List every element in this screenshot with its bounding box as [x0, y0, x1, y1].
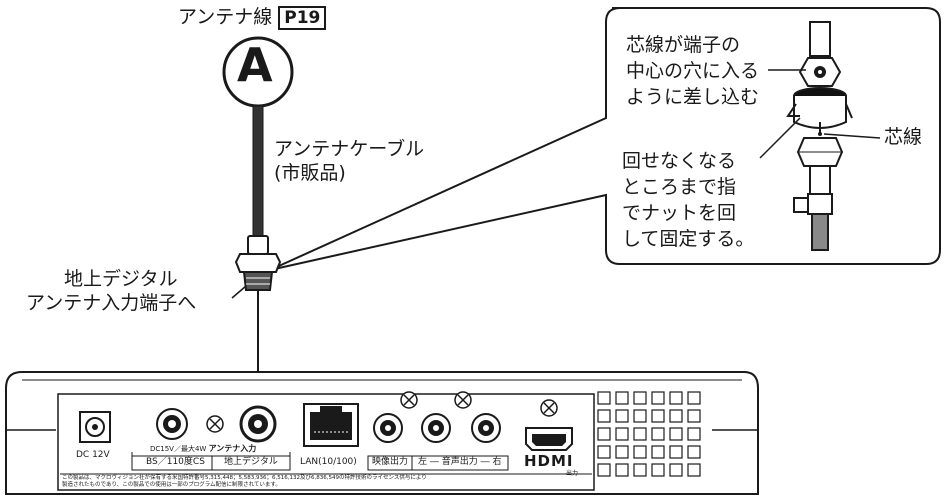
antenna-spec: DC15V／最大4W アンテナ入力 [150, 444, 256, 454]
antenna-marker-letter: A [237, 38, 273, 92]
core-instruction-3: ように差し込む [626, 86, 760, 108]
lan-port [303, 403, 359, 447]
core-wire-label: 芯線 [884, 126, 923, 148]
turn-instruction-4: して固定する。 [622, 228, 755, 250]
cable-label-1: アンテナケーブル [274, 138, 425, 160]
turn-instruction-2: ところまで指 [622, 176, 737, 198]
antenna-cable [252, 105, 264, 237]
audio-output-label: 左 ― 音声出力 ― 右 [418, 457, 502, 467]
av-output-ports [373, 413, 501, 443]
bs-antenna-port [156, 408, 188, 440]
legal-notice-2: 製造されたものであり、この製品での使用は一部のプログラム配信に制限されています。 [62, 482, 281, 488]
lan-label: LAN(10/100) [300, 457, 357, 467]
video-output-label: 映像出力 [372, 457, 409, 467]
core-instruction-2: 中心の穴に入る [626, 60, 760, 82]
cable-label-2: (市販品) [274, 162, 346, 184]
vent-grid [597, 391, 701, 477]
bs-label: BS／110度CS [146, 457, 205, 467]
antenna-spec-text: DC15V／最大4W [150, 445, 207, 453]
legal-notice-1: この製品は、マクロヴィジョン社が保有する米国特許番号5,315,448；5,58… [62, 475, 427, 481]
dc-label: DC 12V [76, 450, 110, 460]
terminal-label-2: アンテナ入力端子へ [26, 292, 197, 314]
hdmi-logo: HDMI [524, 452, 574, 470]
callout-box [269, 7, 941, 271]
cable-plug-icon [234, 235, 282, 291]
device-rear-panel [5, 371, 759, 495]
terrestrial-label: 地上デジタル [224, 457, 278, 467]
hdmi-port [525, 427, 573, 451]
core-instruction-1: 芯線が端子の [626, 34, 741, 56]
turn-instruction-1: 回せなくなる [622, 150, 737, 172]
antenna-input-title: アンテナ入力 [208, 444, 257, 453]
screw-icon [206, 391, 558, 433]
turn-instruction-3: でナットを回 [622, 202, 737, 224]
terminal-close-up-icon [786, 21, 853, 251]
terminal-label-1: 地上デジタル [64, 268, 178, 290]
page-ref-badge: P19 [278, 6, 327, 30]
antenna-line-text: アンテナ線 [178, 6, 273, 28]
terrestrial-antenna-port [239, 405, 277, 443]
hdmi-output-label: 出力 [566, 470, 579, 477]
